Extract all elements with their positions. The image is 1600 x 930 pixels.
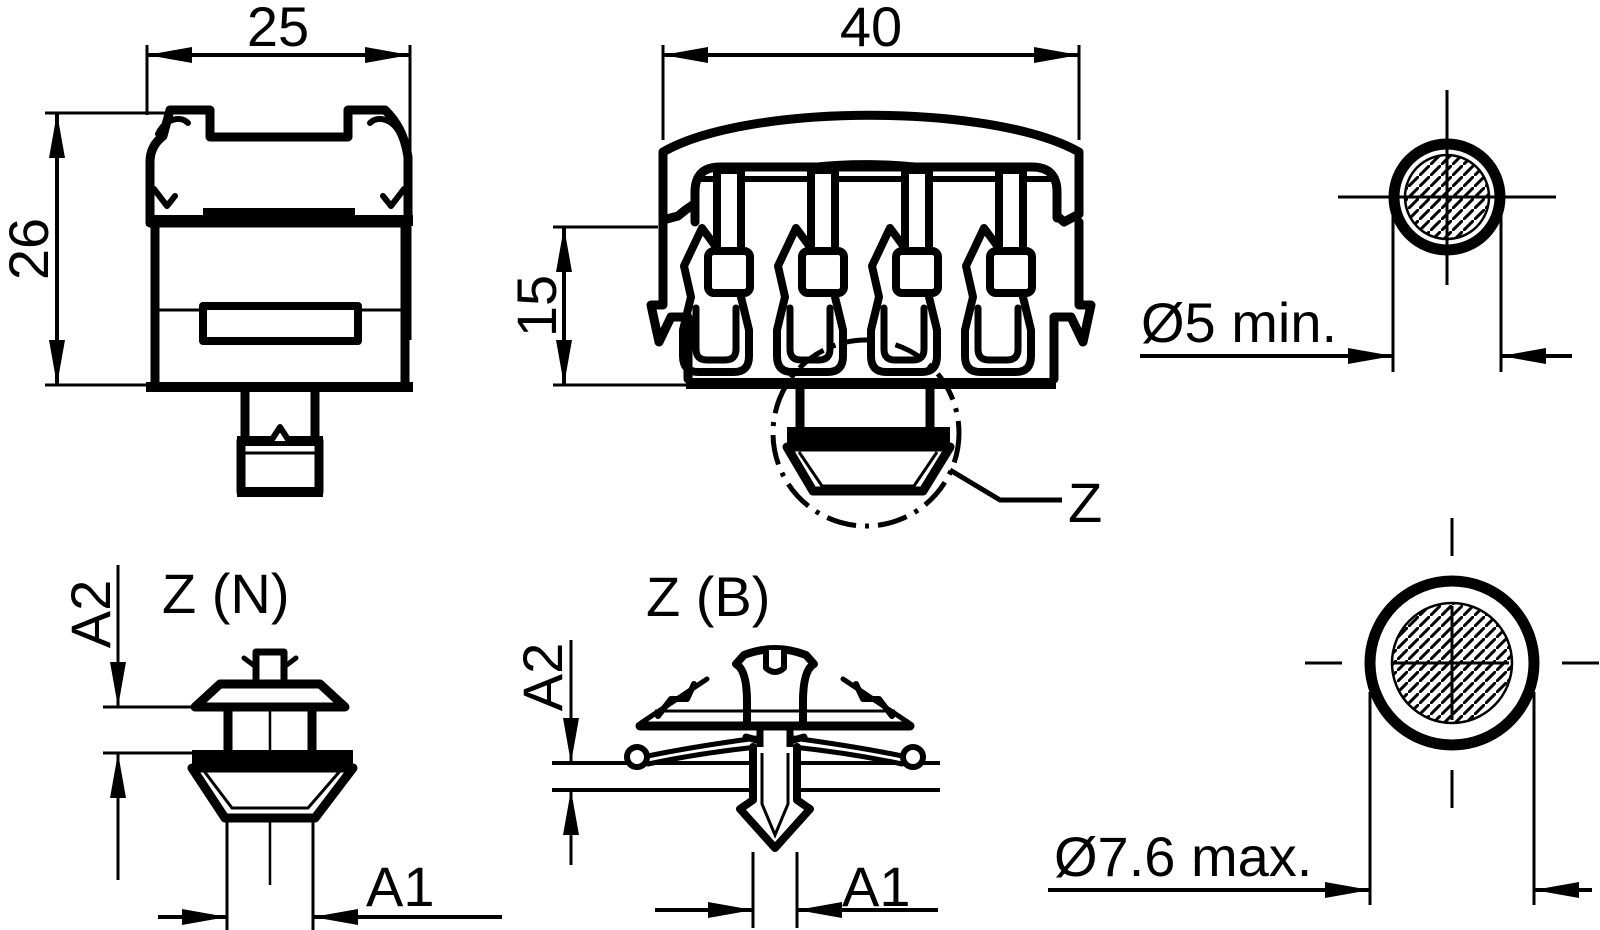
stem-inner (760, 753, 790, 839)
clip-foot-box (236, 436, 324, 497)
foot-trapezoid (187, 763, 358, 823)
arrowhead (182, 909, 227, 925)
clip-band-lip (203, 208, 355, 216)
cable-min-label: Ø5 min. (1141, 291, 1337, 354)
wall-hook-left (646, 217, 693, 384)
arrowhead (49, 113, 65, 158)
prong-foot (986, 247, 1036, 297)
arrowhead (708, 902, 753, 918)
spring-wings (640, 735, 910, 767)
dome-step-right (853, 681, 895, 719)
arrowhead (563, 790, 579, 835)
saddle-prongs (704, 166, 1036, 297)
front-foot-inner (797, 451, 939, 488)
clip-stem (240, 387, 320, 442)
prong-strip (995, 166, 1027, 258)
arrowhead (1534, 882, 1579, 898)
arrowhead (110, 662, 126, 707)
detail-ref-label: Z (1068, 471, 1102, 534)
side-view: 25 26 (0, 0, 413, 497)
prong-foot (798, 247, 848, 297)
detail-n-view: Z (N) A2 A1 (59, 562, 502, 930)
arrowhead (365, 47, 410, 63)
dim-40-label: 40 (840, 0, 902, 58)
centerline-dashes (1305, 518, 1599, 808)
cable-max-extension-lines (1368, 692, 1536, 905)
wing-ball-left (624, 744, 650, 770)
spring-ear-left (155, 116, 191, 137)
stem-notch (268, 424, 292, 444)
leader-line (948, 467, 1062, 503)
center-tab (742, 722, 808, 752)
wing-ball-right (900, 744, 926, 770)
rivet-stem (223, 702, 317, 756)
spring-ear-right (367, 116, 403, 137)
arrowhead (110, 753, 126, 798)
front-foot-band (787, 427, 950, 447)
arrowhead (563, 718, 579, 763)
foot-bottom-band (237, 487, 323, 497)
cable-max-label: Ø7.6 max. (1054, 825, 1312, 888)
detail-n-a1-extension (225, 822, 315, 930)
detail-b-a2-label: A2 (511, 643, 574, 712)
arrowhead (1325, 882, 1370, 898)
arrowhead (1501, 348, 1546, 364)
base-plate (686, 378, 1056, 389)
inner-hook-right (380, 186, 407, 209)
front-extension-lines (553, 45, 1081, 387)
crown-notch (763, 647, 787, 675)
inner-hook-left (151, 186, 178, 209)
detail-b-view: Z (B) A2 A1 (511, 565, 940, 928)
dim-15-label: 15 (505, 275, 568, 337)
arrowhead (1348, 348, 1393, 364)
prong-strip (807, 166, 839, 258)
clip-band (146, 215, 413, 226)
arrowhead (49, 340, 65, 385)
dim-25-label: 25 (247, 0, 309, 58)
prong-strip (901, 166, 933, 258)
clip-top-section (145, 105, 413, 228)
cable-min-view: Ø5 min. (1140, 90, 1572, 372)
front-stem (795, 384, 935, 433)
detail-n-a1-label: A1 (366, 855, 435, 918)
arrowhead (556, 340, 572, 385)
arrowhead (556, 227, 572, 272)
panel-lines (552, 761, 940, 792)
nub-horns (241, 655, 299, 670)
foot-trapezoid-inner (202, 770, 342, 810)
detail-b-a1-label: A1 (842, 855, 911, 918)
dim-26-label: 26 (0, 218, 60, 280)
clip-bottom-band (146, 382, 413, 392)
prong-strip (713, 166, 745, 258)
umbrella-flange (190, 679, 350, 712)
cable-max-view: Ø7.6 max. (1048, 518, 1599, 905)
arrowhead (797, 902, 842, 918)
barbed-stem (736, 743, 814, 852)
front-view: 40 15 (505, 0, 1102, 534)
arrowhead (663, 47, 708, 63)
clip-latch-tab (199, 302, 362, 345)
arrowhead (1034, 47, 1079, 63)
clip-mid-walls (150, 221, 410, 388)
prong-foot (892, 247, 942, 297)
detail-b-title: Z (B) (646, 565, 770, 628)
prong-foot (704, 247, 754, 297)
wall-hook-right (1049, 217, 1096, 384)
detail-n-a2-label: A2 (59, 580, 122, 649)
dome-crown (732, 645, 818, 730)
front-foot-trapezoid (782, 442, 955, 496)
detail-n-a2-dim (103, 565, 197, 880)
detail-b-a1-extension (751, 852, 799, 928)
cable-min-extension-lines (1391, 212, 1503, 372)
dome-step-left (655, 681, 697, 719)
arrowhead (147, 47, 192, 63)
detail-circle (770, 337, 962, 529)
detail-n-title: Z (N) (162, 562, 290, 625)
centerlines (1338, 90, 1556, 285)
arrowhead (313, 909, 358, 925)
